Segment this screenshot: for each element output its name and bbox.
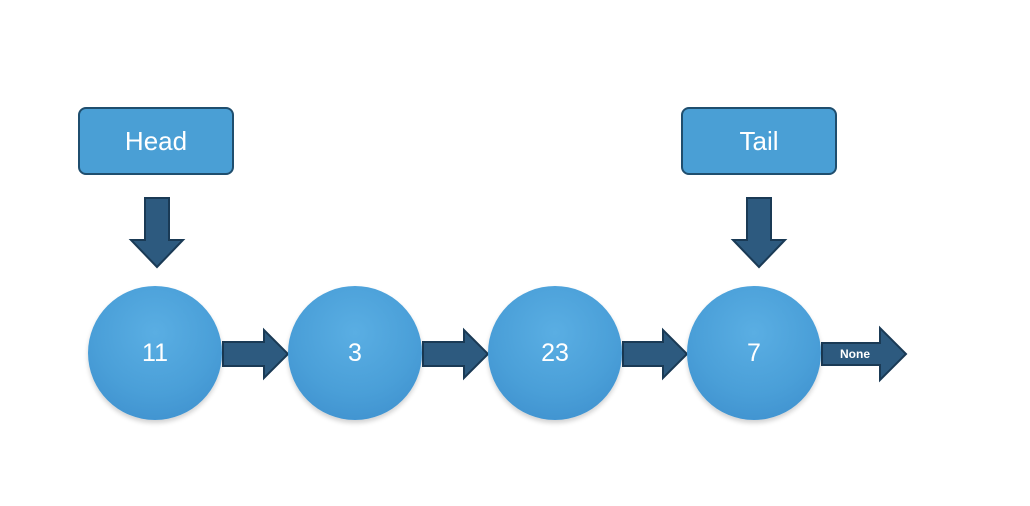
link-arrow-1 [422,327,490,381]
list-node: 11 [88,286,222,420]
tail-label-box: Tail [681,107,837,175]
head-label: Head [124,125,188,156]
none-arrow [821,325,908,383]
link-arrow-0 [222,327,290,381]
head-pointer-arrow [128,197,186,269]
tail-pointer-arrow [730,197,788,269]
list-node: 7 [687,286,821,420]
link-arrow-2 [622,327,689,381]
list-node: 3 [288,286,422,420]
head-label-box: Head [78,107,234,175]
node-value: 23 [541,338,569,367]
list-node: 23 [488,286,622,420]
node-value: 11 [142,338,168,367]
none-label: None [840,347,870,361]
node-value: 3 [348,338,362,367]
tail-label: Tail [739,125,779,156]
node-value: 7 [747,338,761,367]
